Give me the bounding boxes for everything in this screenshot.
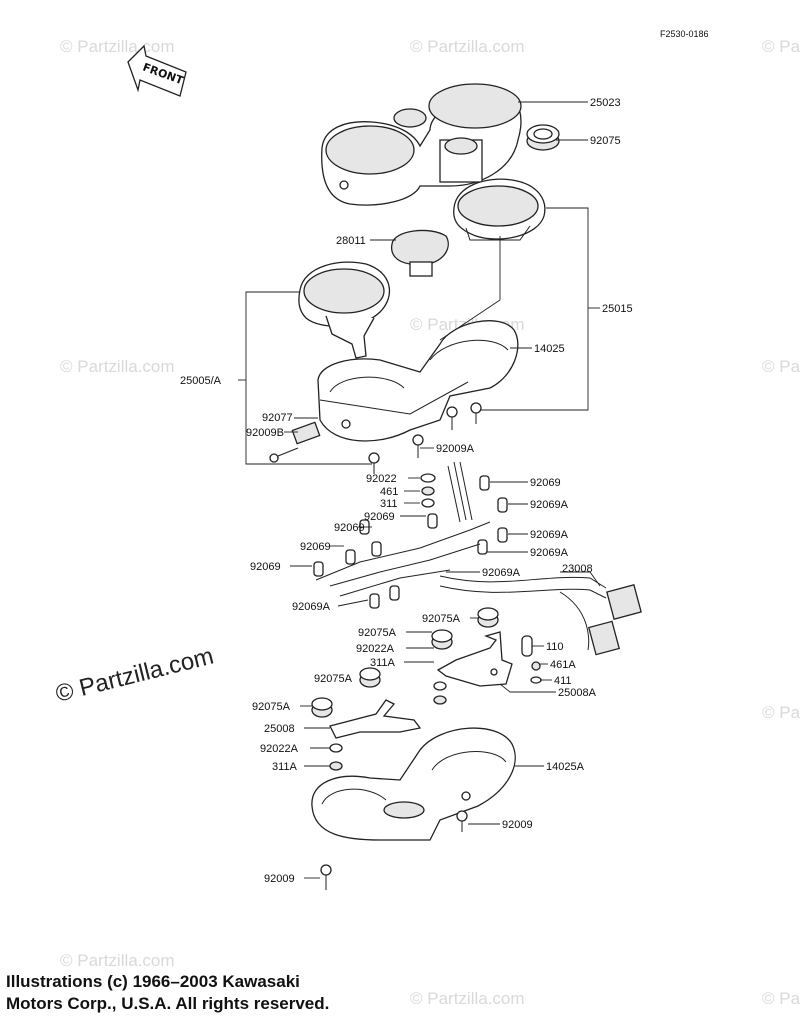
part-label-110: 110 (546, 641, 564, 653)
watermark: © Partzilla.com (762, 703, 800, 722)
light-bulb-110 (521, 635, 542, 684)
part-label-92009b: 92009B (246, 427, 284, 439)
part-label-92075a: 92075A (252, 701, 291, 713)
watermark: © Partzilla.com (60, 357, 175, 376)
bracket-25008a (436, 631, 513, 687)
meter-cover-25023 (321, 83, 522, 206)
front-arrow-icon: FRONT (127, 44, 187, 97)
part-label-461a: 461A (550, 659, 576, 671)
watermark: © Partzilla.com (60, 37, 175, 56)
diagram-code: F2530-0186 (660, 29, 709, 39)
screw-92009a-lower (368, 452, 380, 474)
part-label-92069: 92069 (300, 541, 331, 553)
bracket-25008 (329, 699, 422, 739)
meter-case-14025 (317, 320, 519, 442)
part-label-14025a: 14025A (546, 761, 585, 773)
screw-92009a (412, 402, 482, 458)
part-label-92069a: 92069A (482, 567, 521, 579)
watermark: © Partzilla.com (60, 951, 175, 970)
speedometer-25005a (298, 261, 390, 359)
part-label-92069: 92069 (364, 511, 395, 523)
part-label-92009a: 92009A (436, 443, 475, 455)
watermark: © Partzilla.com (762, 37, 800, 56)
part-label-92009: 92009 (502, 819, 533, 831)
part-label-92069a: 92069A (530, 529, 569, 541)
part-label-461: 461 (380, 486, 398, 498)
watermark: © Partzilla.com (410, 989, 525, 1008)
grommets-92075a (311, 607, 499, 718)
part-label-28011: 28011 (336, 235, 366, 247)
part-label-14025: 14025 (534, 343, 565, 355)
part-label-92077: 92077 (262, 412, 293, 424)
washer-stack (420, 473, 436, 508)
part-label-92075a: 92075A (422, 613, 461, 625)
part-label-92069a: 92069A (530, 547, 569, 559)
part-label-92022a: 92022A (260, 743, 299, 755)
part-label-92069: 92069 (530, 477, 561, 489)
part-label-311a: 311A (272, 761, 298, 773)
copyright-line-1: Illustrations (c) 1966–2003 Kawasaki (6, 972, 300, 991)
part-label-92075: 92075 (590, 135, 621, 147)
indicator-lamp-28011 (390, 229, 449, 277)
part-label-25005a: 25005/A (180, 375, 222, 387)
bulb-sockets (313, 475, 508, 609)
part-label-92022: 92022 (366, 473, 397, 485)
part-label-92022a: 92022A (356, 643, 395, 655)
part-label-25015: 25015 (602, 303, 633, 315)
part-label-311: 311 (380, 498, 398, 510)
part-label-92069: 92069 (334, 522, 365, 534)
screws-92009 (320, 810, 468, 890)
copyright-line-2: Motors Corp., U.S.A. All rights reserved… (6, 994, 330, 1013)
watermark: © Partzilla.com (410, 37, 525, 56)
part-label-92075a: 92075A (314, 673, 353, 685)
watermark: © Partzilla.com (762, 989, 800, 1008)
watermark: © Partzilla.com (762, 357, 800, 376)
part-label-23008: 23008 (562, 563, 593, 575)
leader-lines (238, 101, 601, 879)
cable-fitting-92077 (269, 421, 321, 463)
part-label-311a: 311A (370, 657, 396, 669)
part-label-92069a: 92069A (292, 601, 331, 613)
watermark-layer: © Partzilla.com © Partzilla.com © Partzi… (53, 37, 800, 1008)
part-label-92069: 92069 (250, 561, 281, 573)
part-label-92075a: 92075A (358, 627, 397, 639)
washers-92022a-311a (329, 681, 447, 771)
part-label-411: 411 (554, 675, 572, 687)
grommet-92075 (526, 124, 560, 151)
watermark-center: © Partzilla.com (53, 643, 216, 708)
meter-case-14025a (311, 727, 516, 841)
part-label-92069a: 92069A (530, 499, 569, 511)
part-label-25008a: 25008A (558, 687, 597, 699)
copyright-notice: Illustrations (c) 1966–2003 Kawasaki Mot… (6, 971, 329, 1015)
part-labels: 25023 92075 28011 25015 14025 25005/A 92… (180, 97, 633, 885)
wiring-harness-23008 (315, 461, 642, 656)
part-label-25023: 25023 (590, 97, 621, 109)
part-label-92009: 92009 (264, 873, 295, 885)
tachometer-25015 (453, 178, 546, 241)
part-label-25008: 25008 (264, 723, 295, 735)
